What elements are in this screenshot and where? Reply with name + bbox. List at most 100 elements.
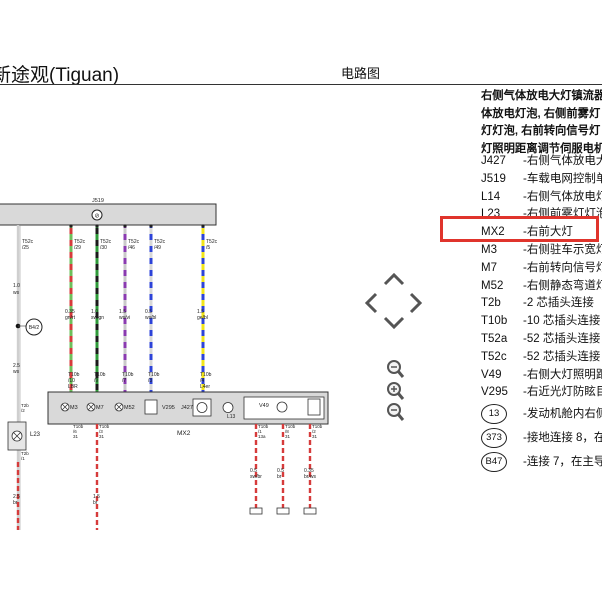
bottom-pin-1-extra: 31 (99, 434, 105, 439)
bottom-pin-2-num: /6 (73, 429, 77, 434)
wire-1-num: /29 (74, 245, 81, 251)
wire-3-num: /46 (128, 245, 135, 251)
mx2-l13-lamp (222, 402, 234, 413)
left-wire-low-size: 2.5 (13, 363, 20, 369)
bottom-pin-2: T10b (73, 424, 84, 429)
legend-desc: -右侧静态弯道灯 (523, 279, 602, 292)
legend-panel: 右侧气体放电大灯镇流器 体放电灯泡, 右侧前雾灯 灯灯泡, 右前转向信号灯 灯照… (481, 88, 602, 473)
right-wire-3-color: br/ws (304, 474, 316, 480)
bottom-pin-5-extra: 31 (312, 434, 318, 439)
legend-code: M52 (481, 279, 504, 292)
center-bottom-wire-color: br (93, 500, 98, 506)
mx2-lamp-x2 (115, 403, 123, 411)
legend-code: T10b (481, 315, 508, 328)
l23-lamp-x2 (13, 432, 21, 440)
legend-item-m3: M3 -右侧驻车示宽灯 (481, 241, 602, 259)
mx2-comp-m52: M52 (124, 405, 135, 411)
wire-5-conn-num: /4 (200, 378, 204, 384)
legend-item-t52a: T52a-52 芯插头连接 (481, 330, 600, 348)
legend-ref-code: 13 (481, 404, 507, 425)
mx2-lamp-x2 (61, 403, 69, 411)
legend-desc: -发动机舱内右侧 (523, 408, 602, 421)
left-connector-circle (25, 318, 43, 336)
wire-5-pin: T52c (206, 239, 218, 245)
zoom-in-button[interactable] (385, 359, 405, 379)
legend-code: T52a (481, 333, 508, 345)
mx2-comp-m7: M7 (96, 405, 104, 411)
wire-5-top-node (201, 224, 205, 228)
wire-1-conn-extra: LBR (68, 384, 78, 390)
legend-item-j427: J427-右侧气体放电大 (481, 152, 602, 170)
legend-item-m52: M52 -右侧静态弯道灯 (481, 277, 602, 295)
legend-desc: -右前大灯 (523, 226, 573, 239)
wire-2-color: sw/gn (91, 315, 104, 321)
wire-2-pin: T52c (100, 239, 112, 245)
bottom-pin-5: T10b (312, 424, 323, 429)
mx2-label: MX2 (177, 430, 191, 437)
wire-1-conn: T10b (68, 372, 80, 378)
wire-4-size: 0.5 (145, 309, 152, 315)
highlight-box-mx2 (440, 216, 599, 242)
legend-ref-b47: B47-连接 7，在主导 (481, 452, 602, 473)
legend-code: J519 (481, 172, 506, 185)
legend-desc: -连接 7，在主导 (523, 456, 602, 469)
wire-3-conn: T10b (122, 372, 134, 378)
pan-up-button[interactable] (383, 272, 405, 286)
legend-desc: -右侧驻车示宽灯 (523, 244, 602, 256)
pan-down-button[interactable] (383, 316, 405, 330)
mx2-comp-v295: V295 (162, 405, 175, 411)
wire-1-pin: T52c (74, 239, 86, 245)
legend-desc: -52 芯插头连接 (523, 350, 601, 363)
wire-1-top-node (69, 224, 73, 228)
wire-4-num: /49 (154, 245, 161, 251)
mx2-comp-v49: V49 (259, 403, 269, 409)
wire-3-size: 1.5 (119, 309, 126, 315)
legend-code: MX2 (481, 226, 505, 239)
wire-4-color: ws/bl (145, 315, 156, 321)
legend-item-t2b: T2b-2 芯插头连接 (481, 294, 594, 312)
zoom-reset-button[interactable] (385, 381, 405, 401)
pan-left-button[interactable] (364, 292, 378, 314)
mx2-v49-icon (276, 401, 288, 413)
wire-2-conn-num: /9 (94, 378, 98, 384)
l23-top-pin: T2b (21, 403, 29, 408)
wire-4-conn: T10b (148, 372, 160, 378)
bottom-pin-4-num: /8 (285, 429, 289, 434)
wire-5-color: ge/bl (197, 315, 208, 321)
zoom-out-button[interactable] (385, 402, 405, 422)
right-wire-3-terminal (303, 507, 317, 515)
mx2-v295-motor (144, 399, 158, 415)
legend-code: T2b (481, 297, 501, 310)
zoom-reset-icon (387, 382, 405, 400)
legend-ref-13: 13 -发动机舱内右侧 (481, 404, 602, 425)
right-wire-2-terminal (276, 507, 290, 515)
pan-up-icon (383, 272, 405, 286)
center-bottom-wire-size: 1.5 (93, 494, 100, 500)
legend-heading-2: 体放电灯泡, 右侧前雾灯 (481, 107, 601, 120)
left-wire-pin: T52c (22, 239, 34, 245)
bottom-pin-3-num: /1 (258, 429, 262, 434)
pan-right-icon (409, 292, 423, 314)
wire-3-top-node (123, 224, 127, 228)
right-wire-3-size: 0.35 (304, 468, 314, 474)
legend-code: M3 (481, 244, 497, 256)
wire-4-top-node (149, 224, 153, 228)
left-wire-num: /25 (22, 245, 29, 251)
left-wire-bottom-color: br (13, 500, 18, 506)
legend-item-j519: J519-车载电网控制单 (481, 170, 602, 188)
pan-right-button[interactable] (409, 292, 423, 314)
left-wire-size: 1.0 (13, 283, 20, 289)
pan-left-icon (364, 292, 378, 314)
right-wire-1-color: sw/br (250, 474, 262, 480)
wire-4-pin: T52c (154, 239, 166, 245)
legend-desc: -右前转向信号灯 (523, 261, 602, 274)
bottom-pin-1: T10b (99, 424, 110, 429)
legend-heading-4: 灯照明距离调节伺服电机 (481, 142, 602, 155)
mx2-j427-icon (196, 402, 208, 413)
left-wire-low-color: ws (13, 369, 20, 375)
l23-label: L23 (30, 432, 41, 438)
right-wire-1-size: 0.5 (250, 468, 257, 474)
left-wire-bottom-size: 2.5 (13, 494, 20, 500)
legend-ref-373: 373-接地连接 8，在主 (481, 428, 602, 449)
wire-3-color: ws/vi (119, 315, 130, 321)
